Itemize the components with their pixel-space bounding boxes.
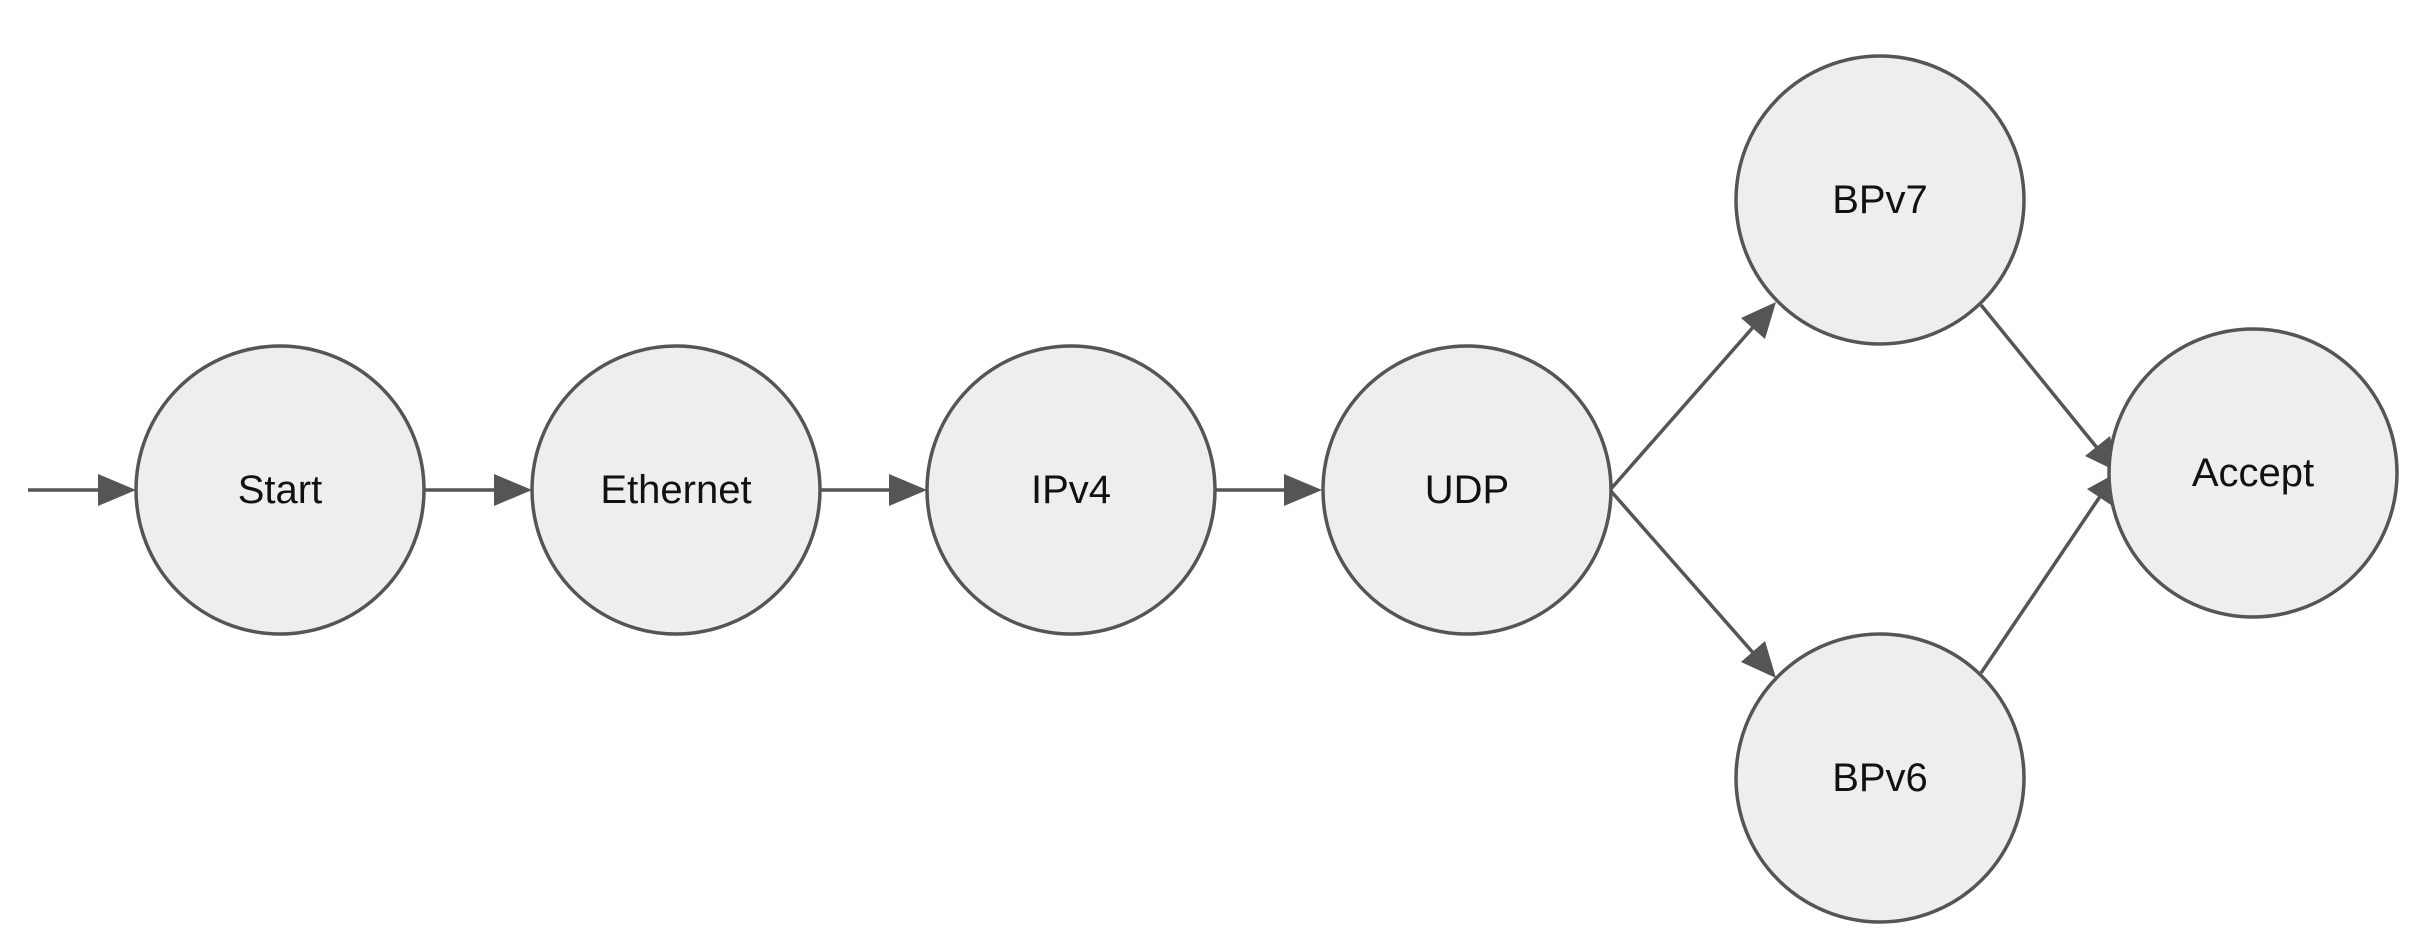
node-label: BPv7 [1832, 178, 1928, 222]
arrowhead-icon [889, 474, 927, 506]
node-label: BPv6 [1832, 756, 1928, 800]
arrowhead-icon [98, 474, 136, 506]
node-accept[interactable]: Accept [2107, 327, 2399, 619]
edge-entry-to-start [28, 474, 136, 506]
edge-bpv6-to-accept [1979, 472, 2118, 674]
node-label: Accept [2192, 451, 2314, 495]
node-label: Start [238, 468, 322, 512]
node-bpv6[interactable]: BPv6 [1734, 632, 2026, 924]
node-label: Ethernet [600, 468, 751, 512]
node-udp[interactable]: UDP [1321, 344, 1613, 636]
arrowhead-icon [494, 474, 532, 506]
edge-udp-to-bpv7 [1608, 302, 1776, 492]
arrowhead-icon [1284, 474, 1322, 506]
edge-udp-to-bpv6 [1608, 488, 1776, 678]
arrowhead-icon [1741, 641, 1776, 678]
edge-bpv7-to-accept [1979, 303, 2118, 472]
node-bpv7[interactable]: BPv7 [1734, 54, 2026, 346]
node-label: IPv4 [1031, 468, 1111, 512]
node-start[interactable]: Start [134, 344, 426, 636]
node-ethernet[interactable]: Ethernet [530, 344, 822, 636]
node-label: UDP [1425, 468, 1509, 512]
arrowhead-icon [1741, 302, 1776, 339]
edge-ipv4-to-udp [1214, 474, 1322, 506]
nodes: Start Ethernet IPv4 UDP BPv7 BPv6 Accept [134, 54, 2399, 924]
edge-ethernet-to-ipv4 [819, 474, 927, 506]
edge-start-to-ethernet [423, 474, 532, 506]
node-ipv4[interactable]: IPv4 [925, 344, 1217, 636]
